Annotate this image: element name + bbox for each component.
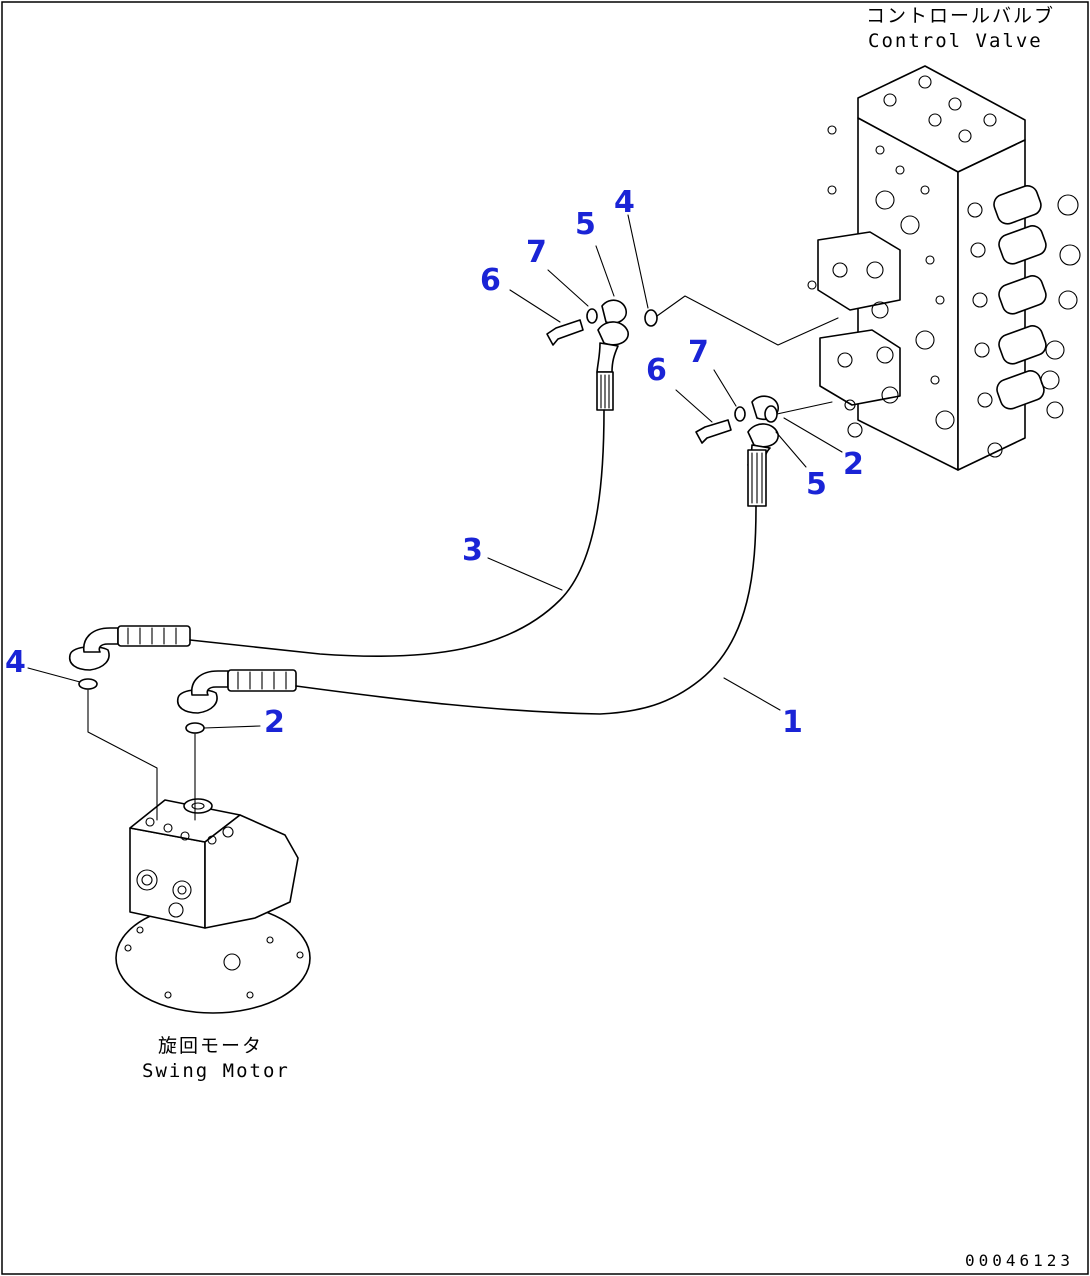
callout-upper-oring-4: 4 xyxy=(614,185,635,220)
swing-motor-drawing xyxy=(115,798,311,1014)
control-valve-drawing xyxy=(807,65,1081,471)
callout-upper-washer-7: 7 xyxy=(526,235,547,270)
control-valve-label-jp: コントロールバルブ xyxy=(866,4,1055,27)
callout-upper-bolt-6: 6 xyxy=(480,263,501,298)
callout-upper-flange-5: 5 xyxy=(575,207,596,242)
hose-3 xyxy=(189,409,605,658)
motor-fitting-lower xyxy=(176,669,297,714)
upper-fitting-group xyxy=(546,299,658,411)
callout-hose-1: 1 xyxy=(782,705,803,740)
hose-1 xyxy=(295,505,757,715)
callout-hose-3: 3 xyxy=(462,533,483,568)
callout-motor-oring-2: 2 xyxy=(264,705,285,740)
leader-lines xyxy=(27,214,843,821)
swing-motor-label-en: Swing Motor xyxy=(142,1060,290,1082)
motor-oring-2 xyxy=(185,722,205,734)
callout-lower-bolt-6: 6 xyxy=(646,353,667,388)
callout-lower-oring-2: 2 xyxy=(843,447,864,482)
callout-lower-washer-7: 7 xyxy=(688,335,709,370)
lower-fitting-group xyxy=(695,395,779,507)
callout-lower-flange-5: 5 xyxy=(806,467,827,502)
motor-fitting-upper xyxy=(68,625,191,671)
callout-motor-oring-4: 4 xyxy=(5,645,26,680)
motor-oring-4 xyxy=(78,678,98,690)
control-valve-label-en: Control Valve xyxy=(868,30,1043,52)
drawing-id: 00046123 xyxy=(965,1251,1074,1270)
swing-motor-label-jp: 旋回モータ xyxy=(158,1035,263,1057)
